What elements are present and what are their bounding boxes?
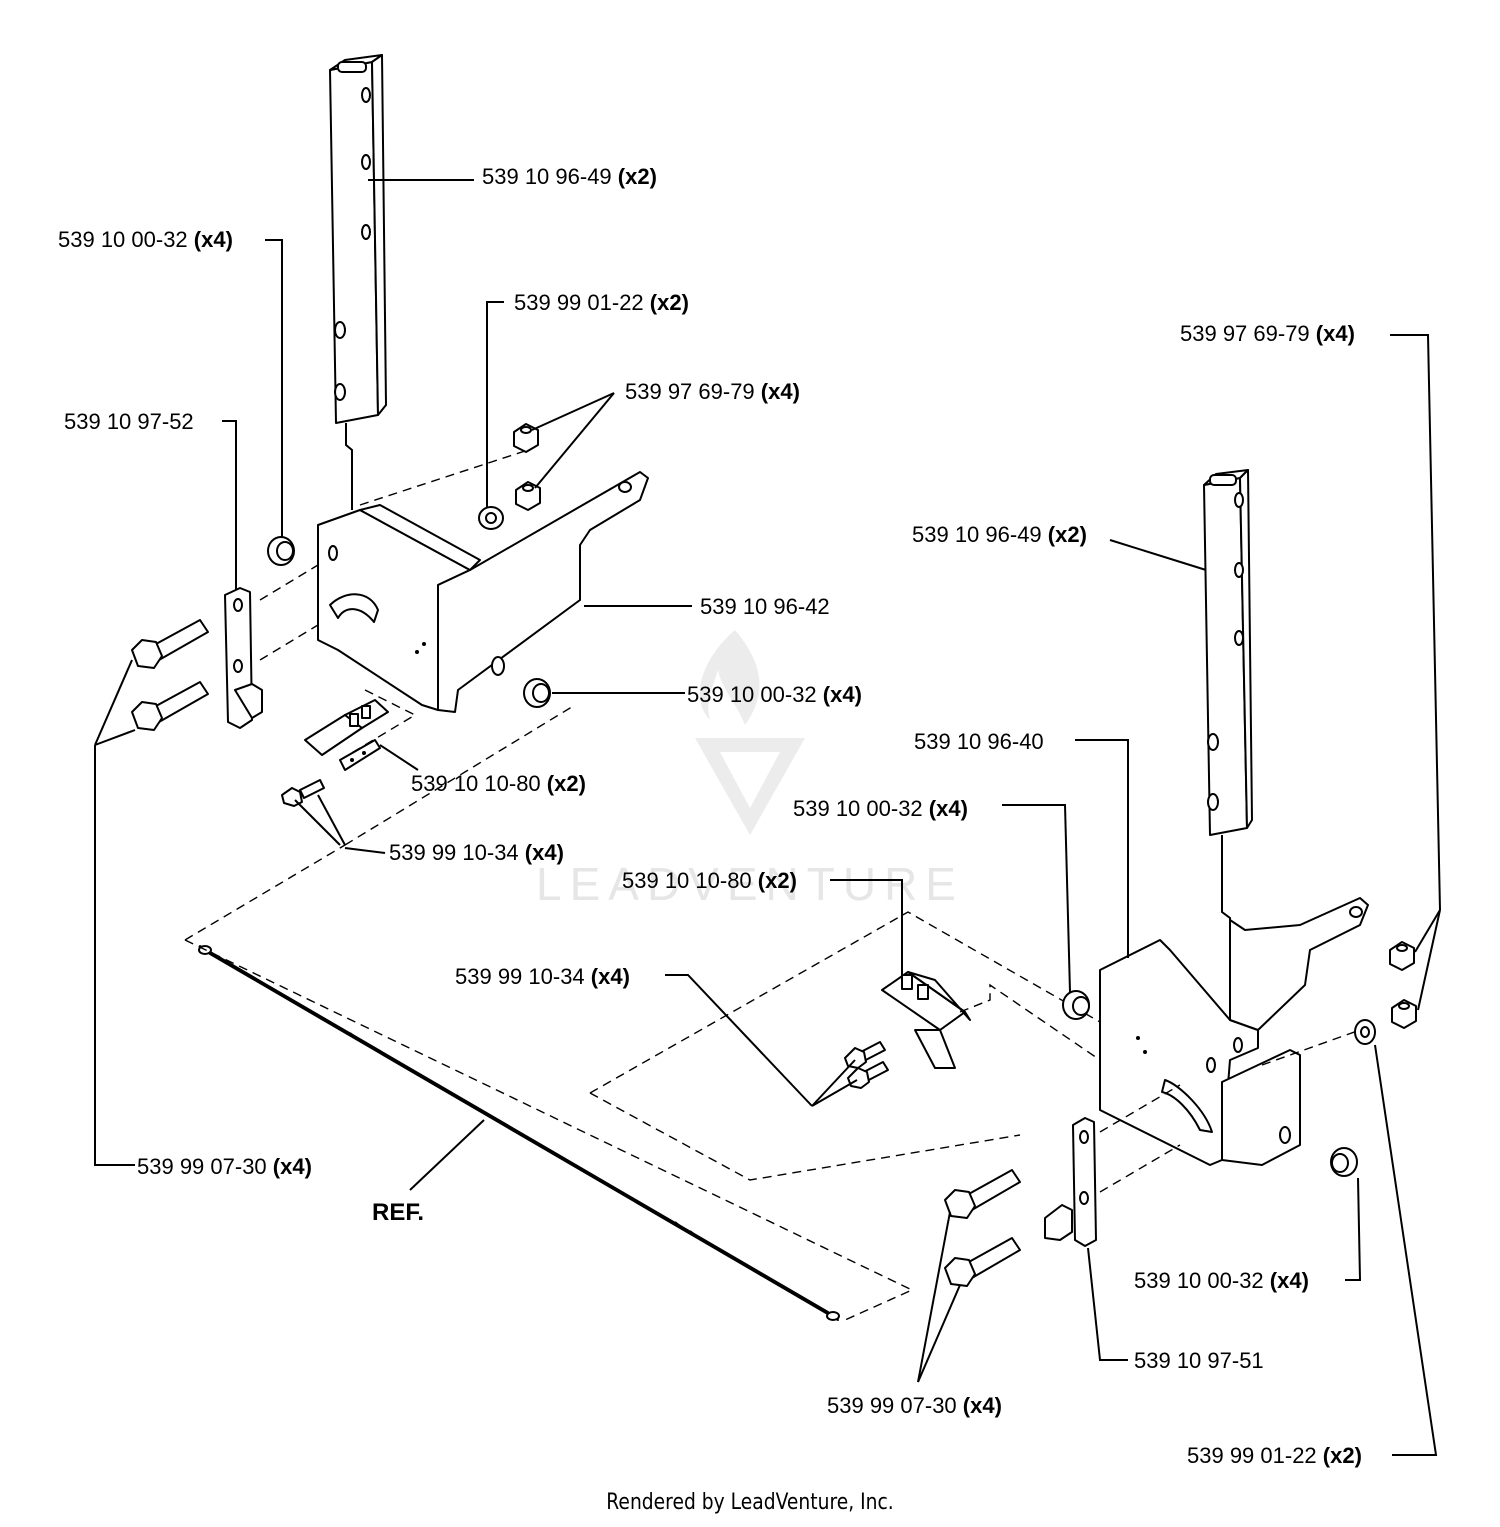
right-plate [1044,1117,1097,1247]
left-fasteners [267,423,551,708]
callout-left-switch[interactable]: 539 10 10-80 (x2) [411,771,586,796]
ref-shaft [198,945,840,1321]
callout-right-screw[interactable]: 539 99 10-34 (x4) [455,964,630,989]
right-fasteners [1062,941,1417,1177]
left-leaders [94,179,692,1191]
right-leaders [665,334,1441,1456]
callout-left-washer[interactable]: 539 99 01-22 (x2) [514,290,689,315]
callout-left-bushing-top[interactable]: 539 10 00-32 (x4) [58,227,233,252]
callout-right-washer[interactable]: 539 99 01-22 (x2) [1187,1443,1362,1468]
callout-labels: 539 10 96-49 (x2) 539 10 00-32 (x4) 539 … [58,164,1362,1468]
callout-left-bracket[interactable]: 539 10 96-42 [700,594,830,619]
callout-left-handle[interactable]: 539 10 96-49 (x2) [482,164,657,189]
right-switch [844,971,1101,1089]
callout-left-nut[interactable]: 539 97 69-79 (x4) [625,379,800,404]
left-assembly [94,54,914,1321]
callout-right-bolt[interactable]: 539 99 07-30 (x4) [827,1393,1002,1418]
callout-right-bushing-top[interactable]: 539 10 00-32 (x4) [793,796,968,821]
left-plate [224,587,263,729]
right-bracket [1099,897,1369,1166]
right-control-handle [1203,469,1253,960]
callout-right-nut[interactable]: 539 97 69-79 (x4) [1180,321,1355,346]
watermark-text: LEADVENTURE [536,858,964,910]
left-bracket [317,471,649,713]
callout-left-bolt[interactable]: 539 99 07-30 (x4) [137,1154,312,1179]
right-bolts [944,1084,1181,1287]
left-switch [281,689,417,807]
left-bolts [131,564,319,731]
callout-right-plate[interactable]: 539 10 97-51 [1134,1348,1264,1373]
right-assembly [589,334,1441,1456]
watermark: LEADVENTURE [536,630,964,910]
ref-label: REF. [372,1199,424,1226]
callout-right-bracket[interactable]: 539 10 96-40 [914,729,1044,754]
callout-right-handle[interactable]: 539 10 96-49 (x2) [912,522,1087,547]
callout-right-switch[interactable]: 539 10 10-80 (x2) [622,868,797,893]
left-control-handle [329,54,387,510]
callout-left-plate[interactable]: 539 10 97-52 [64,409,194,434]
footer-credit: Rendered by LeadVenture, Inc. [606,1490,894,1515]
callout-left-screw[interactable]: 539 99 10-34 (x4) [389,840,564,865]
callout-right-bushing-bottom[interactable]: 539 10 00-32 (x4) [1134,1268,1309,1293]
callout-left-bushing-bottom[interactable]: 539 10 00-32 (x4) [687,682,862,707]
